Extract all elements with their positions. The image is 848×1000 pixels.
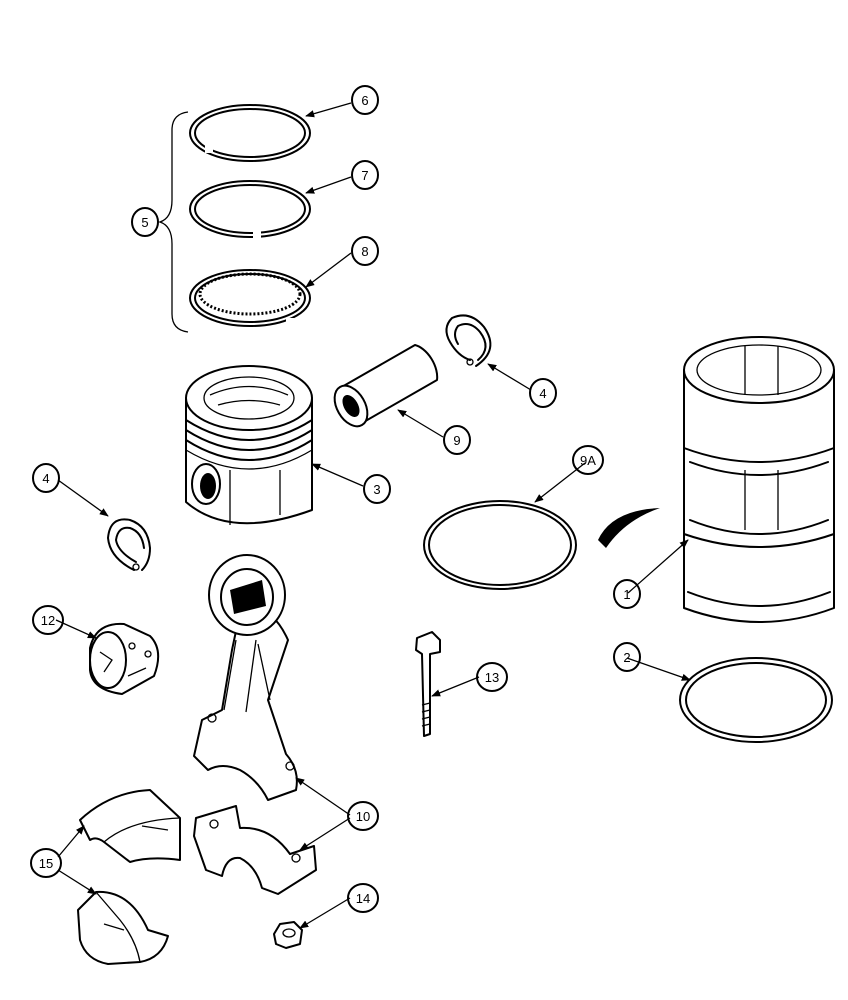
callout-5-label: 5	[141, 215, 148, 230]
callout-1-label: 1	[623, 587, 630, 602]
cylinder-sleeve-icon	[683, 336, 835, 623]
bracket-ring-set	[157, 111, 189, 333]
callout-2-label: 2	[623, 650, 630, 665]
callout-9: 9	[443, 425, 471, 455]
callout-4-right-label: 4	[539, 386, 546, 401]
callout-10: 10	[347, 801, 379, 831]
direction-arrow-icon	[598, 508, 660, 548]
callout-6-label: 6	[361, 93, 368, 108]
connecting-rod-cap-icon	[193, 805, 317, 895]
callout-12-label: 12	[41, 613, 55, 628]
callout-5: 5	[131, 207, 159, 237]
callout-6: 6	[351, 85, 379, 115]
callout-7: 7	[351, 160, 379, 190]
piston-ring-second-icon	[189, 180, 311, 240]
nut-icon	[273, 921, 303, 949]
piston-icon	[185, 365, 313, 525]
callout-14: 14	[347, 883, 379, 913]
callout-9-label: 9	[453, 433, 460, 448]
callout-4-left: 4	[32, 463, 60, 493]
piston-pin-icon	[333, 344, 439, 428]
callout-9a-label: 9A	[580, 453, 596, 468]
bushing-icon	[89, 622, 160, 695]
callout-10-label: 10	[356, 809, 370, 824]
callout-3: 3	[363, 474, 391, 504]
callout-13-label: 13	[485, 670, 499, 685]
callout-13: 13	[476, 662, 508, 692]
piston-ring-oil-icon	[189, 269, 311, 328]
callout-8: 8	[351, 236, 379, 266]
leader-lines	[55, 102, 691, 929]
bearing-shell-lower-icon	[77, 890, 169, 965]
snap-ring-right-icon	[445, 314, 492, 367]
o-ring-2-icon	[679, 657, 833, 743]
callout-1: 1	[613, 579, 641, 609]
callout-15-label: 15	[39, 856, 53, 871]
callout-3-label: 3	[373, 482, 380, 497]
piston-ring-top-icon	[189, 104, 311, 162]
callout-8-label: 8	[361, 244, 368, 259]
callout-14-label: 14	[356, 891, 370, 906]
bolt-icon	[415, 631, 441, 737]
callout-2: 2	[613, 642, 641, 672]
callout-15: 15	[30, 848, 62, 878]
connecting-rod-icon	[193, 554, 298, 801]
callout-12: 12	[32, 605, 64, 635]
callout-4-right: 4	[529, 378, 557, 408]
callout-9a: 9A	[572, 445, 604, 475]
o-ring-9a-icon	[423, 500, 577, 590]
bearing-shell-upper-icon	[79, 789, 181, 863]
callout-4-left-label: 4	[42, 471, 49, 486]
callout-7-label: 7	[361, 168, 368, 183]
snap-ring-left-icon	[107, 518, 151, 571]
